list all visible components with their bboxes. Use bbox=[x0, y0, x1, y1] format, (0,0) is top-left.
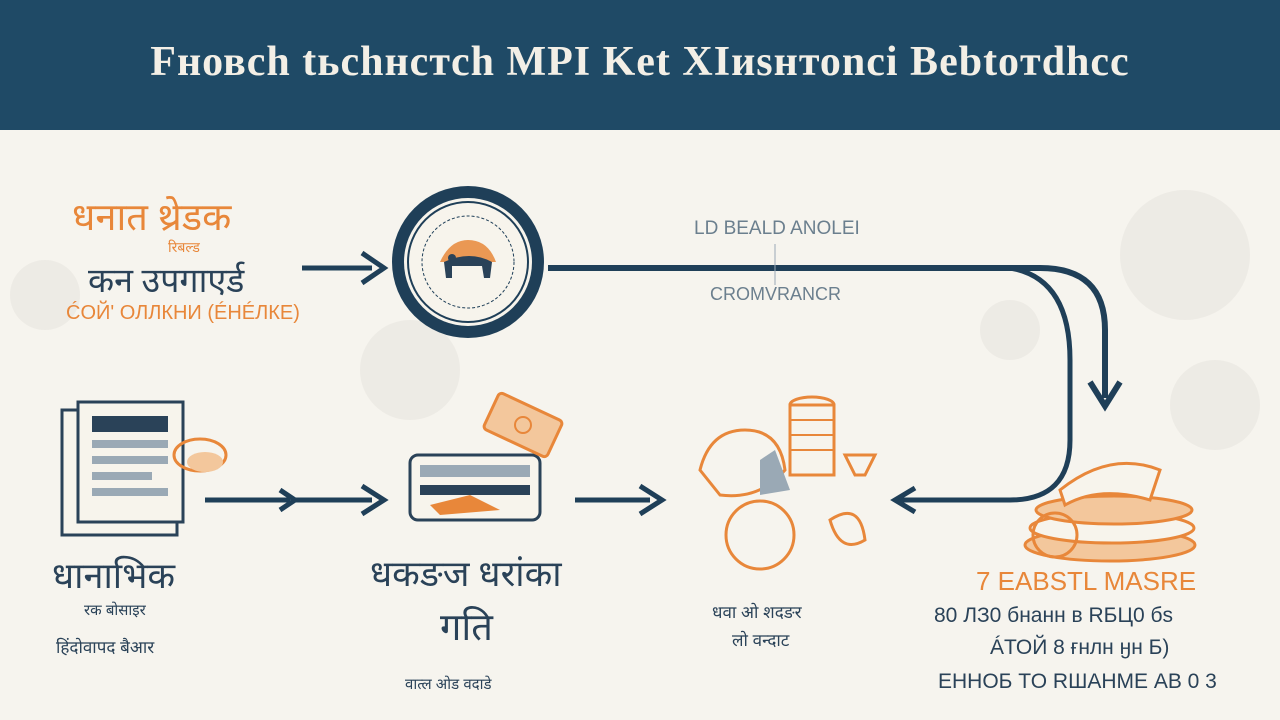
header-banner: Fновch tьchнcтch MPI Ket XIиsнтоnci Bebt… bbox=[0, 0, 1280, 130]
stage1-title: धानाभिक bbox=[52, 556, 176, 596]
background-blob bbox=[360, 320, 460, 420]
arrow-stage1-to-stage2 bbox=[205, 483, 389, 517]
background-blob bbox=[1170, 360, 1260, 450]
arrow-to-seal bbox=[302, 250, 389, 286]
coins-and-money-bags-icon bbox=[698, 395, 878, 571]
stage2-title: धकङज धरांका bbox=[370, 554, 562, 594]
return-connector bbox=[890, 265, 1073, 515]
stage3-line1: धवा ओ शदङर bbox=[712, 603, 802, 622]
background-blob bbox=[1120, 190, 1250, 320]
stage4-line1: 80 ЛЗ0 бнанн в RБЦ0 бs bbox=[934, 604, 1174, 627]
central-bank-seal-icon bbox=[392, 186, 544, 338]
document-stack-icon bbox=[60, 400, 228, 537]
arrow-stage2-to-stage3 bbox=[575, 483, 667, 517]
coin-stack-icon bbox=[1023, 461, 1197, 563]
stage2-caption: वात्ल ओड वदाडे bbox=[405, 676, 492, 693]
cash-machine-icon bbox=[408, 391, 564, 522]
seal-to-stage4-connector bbox=[548, 244, 1123, 412]
background-blob bbox=[10, 260, 80, 330]
background-blob bbox=[980, 300, 1040, 360]
stage1-subtitle: रक बोसाइर bbox=[84, 602, 146, 619]
top-left-label: कन उपगाएर्ड bbox=[88, 263, 245, 300]
stage4-title: 7 EABSTL MASRE bbox=[976, 566, 1197, 596]
page-title: Fновch tьchнcтch MPI Ket XIиsнтоnci Bebt… bbox=[150, 39, 1130, 85]
stage2-subtitle: गति bbox=[440, 607, 493, 649]
stage3-line2: लो वन्दाट bbox=[732, 631, 790, 650]
stage4-line2: ÁТОЙ 8 ғнлн ӈн Б) bbox=[990, 636, 1170, 659]
top-left-caption: ĆОЙ' ОЛЛКНИ (ÉНÉЛКЕ) bbox=[66, 302, 300, 324]
flow-label-bottom: CROMVRANCR bbox=[710, 284, 842, 304]
stage1-caption: हिंदोवापद बैआर bbox=[56, 638, 155, 657]
flow-label-top: LD BEALD ANOLEI bbox=[694, 218, 860, 239]
top-left-subheading: रिबल्ड bbox=[168, 239, 200, 255]
stage4-line3: ЕННОБ TO RШАНМЕ AB 0 3 bbox=[938, 670, 1217, 693]
top-left-heading: धनात थ्रेडक bbox=[72, 197, 232, 239]
